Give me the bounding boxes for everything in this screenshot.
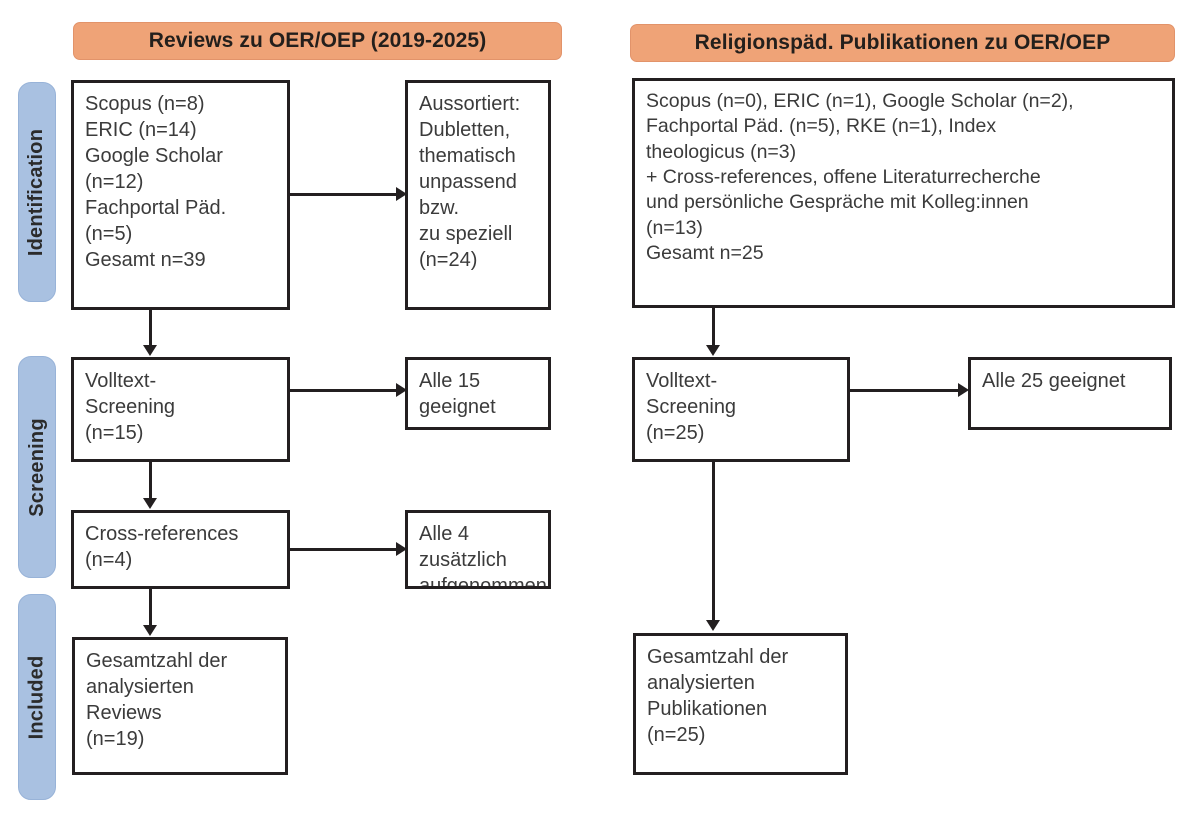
column-header-left: Reviews zu OER/OEP (2019-2025) bbox=[73, 22, 562, 60]
column-header-right: Religionspäd. Publikationen zu OER/OEP bbox=[630, 24, 1175, 62]
box-left-cross-references: Cross-references (n=4) bbox=[71, 510, 290, 589]
stage-label-identification-text: Identification bbox=[25, 128, 48, 256]
connector-left-crossrefs-to-added bbox=[290, 548, 402, 551]
arrowhead-left-screening-to-eligible bbox=[396, 383, 407, 397]
arrowhead-right-screening-to-eligible bbox=[958, 383, 969, 397]
arrowhead-left-sources-to-screening bbox=[143, 345, 157, 356]
box-left-included-total: Gesamtzahl der analysierten Reviews (n=1… bbox=[72, 637, 288, 775]
stage-label-screening: Screening bbox=[18, 356, 56, 578]
arrowhead-right-sources-to-screening bbox=[706, 345, 720, 356]
box-right-all-eligible: Alle 25 geeignet bbox=[968, 357, 1172, 430]
box-right-included-total: Gesamtzahl der analysierten Publikatione… bbox=[633, 633, 848, 775]
arrowhead-right-screening-to-included bbox=[706, 620, 720, 631]
arrowhead-left-crossrefs-to-included bbox=[143, 625, 157, 636]
connector-right-sources-to-screening bbox=[712, 308, 715, 347]
stage-label-identification: Identification bbox=[18, 82, 56, 302]
connector-left-sources-to-screening bbox=[149, 310, 152, 347]
box-left-all-added: Alle 4 zusätzlich aufgenommen bbox=[405, 510, 551, 589]
connector-left-screening-to-crossrefs bbox=[149, 462, 152, 500]
stage-label-included-text: Included bbox=[25, 655, 48, 739]
box-right-identification-sources: Scopus (n=0), ERIC (n=1), Google Scholar… bbox=[632, 78, 1175, 308]
connector-left-crossrefs-to-included bbox=[149, 589, 152, 627]
arrowhead-left-screening-to-crossrefs bbox=[143, 498, 157, 509]
box-left-all-eligible: Alle 15 geeignet bbox=[405, 357, 551, 430]
stage-label-included: Included bbox=[18, 594, 56, 800]
box-right-fulltext-screening: Volltext- Screening (n=25) bbox=[632, 357, 850, 462]
box-left-excluded: Aussortiert: Dubletten, thematisch unpas… bbox=[405, 80, 551, 310]
connector-right-screening-to-included bbox=[712, 462, 715, 622]
connector-right-screening-to-eligible bbox=[850, 389, 965, 392]
arrowhead-left-crossrefs-to-added bbox=[396, 542, 407, 556]
box-left-fulltext-screening: Volltext- Screening (n=15) bbox=[71, 357, 290, 462]
connector-left-sources-to-excluded bbox=[290, 193, 402, 196]
connector-left-screening-to-eligible bbox=[290, 389, 402, 392]
arrowhead-left-sources-to-excluded bbox=[396, 187, 407, 201]
stage-label-screening-text: Screening bbox=[25, 417, 48, 517]
box-left-identification-sources: Scopus (n=8) ERIC (n=14) Google Scholar … bbox=[71, 80, 290, 310]
